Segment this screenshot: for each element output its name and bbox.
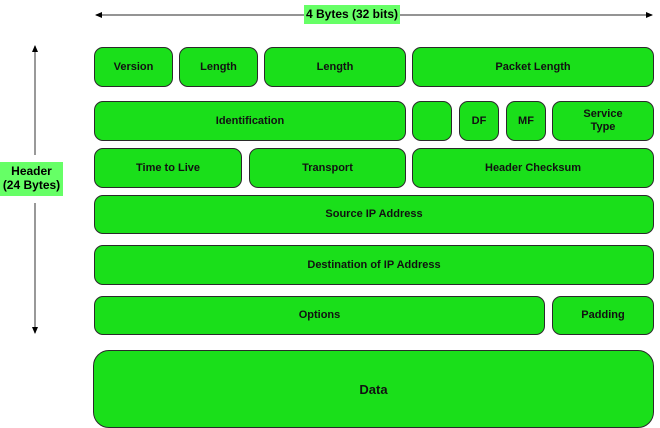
field-source-ip: Source IP Address [94, 195, 654, 234]
header-size-label: Header (24 Bytes) [0, 162, 63, 196]
field-df-flag: DF [459, 101, 499, 141]
field-header-length: Length [179, 47, 258, 87]
header-label-line1: Header [11, 164, 52, 178]
field-version: Version [94, 47, 173, 87]
field-reserved-flag [412, 101, 452, 141]
field-destination-ip: Destination of IP Address [94, 245, 654, 285]
field-service-type: Service Type [552, 101, 654, 141]
field-mf-flag: MF [506, 101, 546, 141]
service-type-line1: Service [583, 108, 623, 120]
field-padding: Padding [552, 296, 654, 335]
field-data: Data [93, 350, 654, 428]
field-length: Length [264, 47, 406, 87]
field-options: Options [94, 296, 545, 335]
field-identification: Identification [94, 101, 406, 141]
width-label: 4 Bytes (32 bits) [304, 5, 400, 24]
service-type-line2: Type [590, 121, 616, 133]
field-transport: Transport [249, 148, 406, 188]
field-packet-length: Packet Length [412, 47, 654, 87]
field-header-checksum: Header Checksum [412, 148, 654, 188]
field-time-to-live: Time to Live [94, 148, 242, 188]
header-label-line2: (24 Bytes) [2, 178, 61, 192]
